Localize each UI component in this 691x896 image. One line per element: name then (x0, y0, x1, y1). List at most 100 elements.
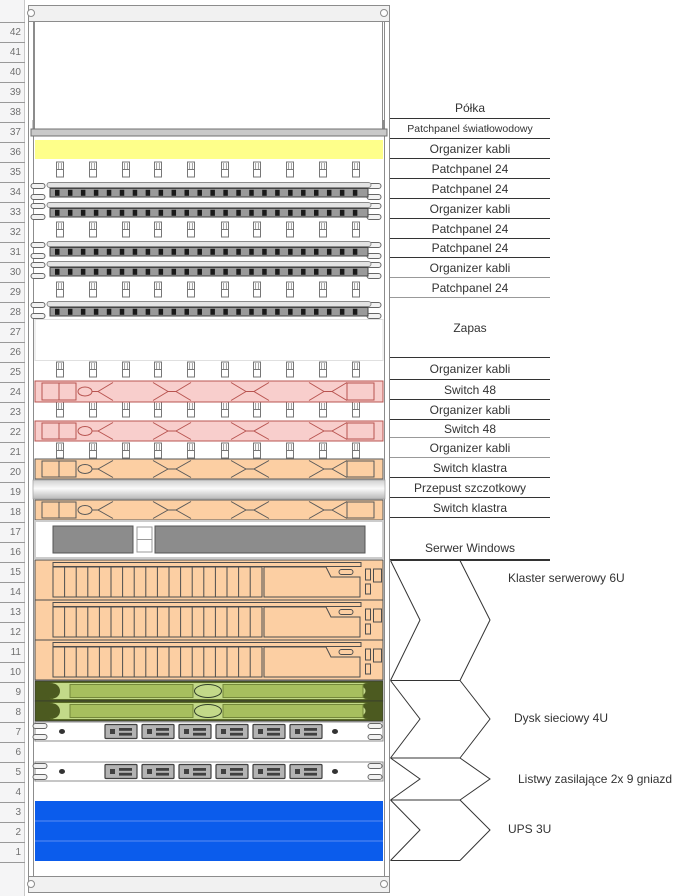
power-strip (32, 721, 384, 742)
callout-row: Switch 48 (390, 380, 550, 400)
spare-space (34, 319, 384, 361)
callout-row: Organizer kabli (390, 400, 550, 420)
callout-label: Organizer kabli (429, 141, 511, 156)
network-disk (34, 680, 384, 702)
callout-row: Patchpanel 24 (390, 219, 550, 239)
unit-number: 22 (0, 422, 25, 442)
unit-number: 42 (0, 22, 25, 42)
callout-row: Patchpanel 24 (390, 179, 550, 199)
callout-label: Switch klastra (432, 500, 508, 515)
unit-number: 38 (0, 102, 25, 122)
unit-number: 24 (0, 382, 25, 402)
unit-number: 16 (0, 542, 25, 562)
cable-organizer (56, 281, 360, 298)
callout-row: Switch klastra (390, 498, 550, 518)
callout-label: Patchpanel 24 (431, 161, 509, 176)
unit-number: 2 (0, 822, 25, 842)
callout-row: Zapas (390, 298, 550, 358)
unit-number: 41 (0, 42, 25, 62)
screw-hole-icon (27, 9, 35, 17)
unit-number: 28 (0, 302, 25, 322)
brace-label: Dysk sieciowy 4U (514, 711, 609, 725)
callout-label: Przepust szczotkowy (413, 480, 527, 495)
power-strip (32, 761, 384, 782)
callout-label: Organizer kabli (429, 361, 511, 376)
callout-label: Patchpanel 24 (431, 280, 509, 295)
unit-number: 39 (0, 82, 25, 102)
brush-pass-through (32, 479, 386, 500)
unit-number: 8 (0, 702, 25, 722)
unit-number: 37 (0, 122, 25, 142)
unit-number: 1 (0, 842, 25, 862)
callout-row: Switch 48 (390, 420, 550, 438)
unit-number: 4 (0, 782, 25, 802)
unit-number: 10 (0, 662, 25, 682)
fiber-patch-panel (35, 140, 383, 159)
patch-panel-24 (30, 301, 382, 319)
callout-label: Switch 48 (443, 382, 497, 397)
callout-row: Organizer kabli (390, 438, 550, 458)
unit-number: 20 (0, 462, 25, 482)
unit-number: 5 (0, 762, 25, 782)
cable-organizer (56, 442, 360, 459)
callout-label: Organizer kabli (429, 440, 511, 455)
cable-organizer (56, 221, 360, 238)
shelf-space (30, 22, 388, 137)
callout-label: Organizer kabli (429, 402, 511, 417)
callout-label: Serwer Windows (424, 541, 516, 555)
screw-hole-icon (380, 9, 388, 17)
rack-left-rail (28, 22, 34, 876)
callout-label: Switch klastra (432, 460, 508, 475)
windows-server (34, 520, 384, 559)
unit-number: 6 (0, 742, 25, 762)
unit-number: 32 (0, 222, 25, 242)
brace-lines (390, 560, 550, 861)
callout-label: Zapas (453, 320, 487, 335)
callout-row: Organizer kabli (390, 139, 550, 159)
unit-number: 21 (0, 442, 25, 462)
cluster-switch (34, 458, 384, 480)
unit-number: 33 (0, 202, 25, 222)
unit-number: 40 (0, 62, 25, 82)
unit-number: 12 (0, 622, 25, 642)
unit-number: 35 (0, 162, 25, 182)
unit-number: 34 (0, 182, 25, 202)
unit-number: 11 (0, 642, 25, 662)
patch-panel-24 (30, 182, 382, 200)
unit-number: 7 (0, 722, 25, 742)
cable-organizer (56, 401, 360, 418)
patch-panel-24 (30, 261, 382, 279)
patch-panel-24 (30, 202, 382, 220)
callout-row: Organizer kabli (390, 199, 550, 219)
cluster-switch (34, 499, 384, 521)
network-disk (34, 700, 384, 722)
unit-number: 36 (0, 142, 25, 162)
callout-label: Organizer kabli (429, 201, 511, 216)
cable-organizer (56, 161, 360, 178)
unit-number: 25 (0, 362, 25, 382)
unit-ruler-end-line (0, 862, 25, 863)
callout-label: Switch 48 (443, 421, 497, 436)
screw-hole-icon (380, 880, 388, 888)
unit-number: 3 (0, 802, 25, 822)
callout-label: Patchpanel 24 (431, 241, 509, 255)
switch-48 (34, 420, 384, 442)
callout-label: Patchpanel światłowodowy (407, 122, 533, 135)
ups-3u (35, 801, 383, 861)
unit-number: 9 (0, 682, 25, 702)
callout-row: Switch klastra (390, 458, 550, 478)
unit-number: 15 (0, 562, 25, 582)
callout-row: Patchpanel 24 (390, 278, 550, 298)
brace-label: UPS 3U (508, 822, 552, 836)
callout-row: Patchpanel światłowodowy (390, 119, 550, 139)
callout-label: Patchpanel 24 (431, 221, 509, 236)
switch-48 (34, 380, 384, 403)
brace-label: Klaster serwerowy 6U (508, 571, 625, 585)
unit-number: 13 (0, 602, 25, 622)
unit-number: 23 (0, 402, 25, 422)
patch-panel-24 (30, 241, 382, 259)
unit-number: 27 (0, 322, 25, 342)
